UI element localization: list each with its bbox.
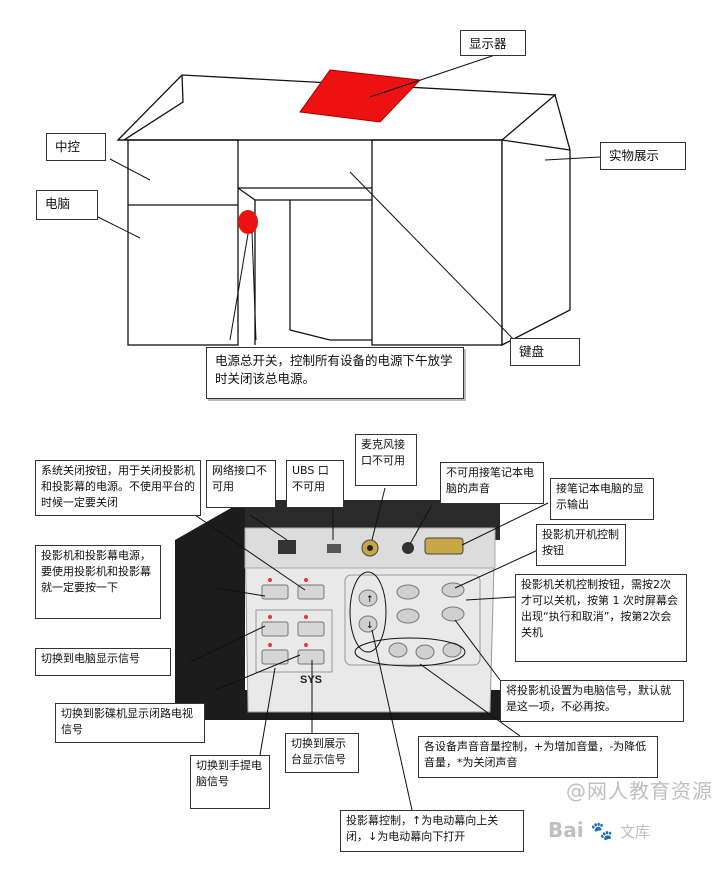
label-system-shutdown: 系统关闭按钮，用于关闭投影机和投影幕的电源。不使用平台的时候一定要关闭 — [35, 460, 201, 516]
watermark-text: @网人教育资源 — [566, 779, 713, 803]
label-network-port: 网络接口不可用 — [206, 460, 276, 508]
watermark-logo: Bai 🐾 文库 — [548, 818, 650, 842]
watermark-brand: Bai — [548, 818, 584, 842]
power-switch-marker — [238, 210, 258, 234]
label-default-pc: 将投影机设置为电脑信号，默认就是这一项，不必再按。 — [500, 680, 684, 722]
label-laptop-audio: 不可用接笔记本电脑的声音 — [440, 462, 544, 504]
label-keyboard: 键盘 — [510, 338, 580, 366]
label-projector-on: 投影机开机控制按钮 — [536, 524, 626, 566]
label-projector-off: 投影机关机控制按钮，需按2次才可以关机，按第 1 次时屏幕会出现“执行和取消”，… — [515, 574, 687, 662]
svg-text:↓: ↓ — [366, 621, 374, 631]
label-laptop-display: 接笔记本电脑的显示输出 — [550, 478, 654, 520]
label-cctv-signal: 切换到影碟机显示闭路电视信号 — [55, 703, 205, 743]
panel-leader-lines — [189, 487, 549, 811]
control-device: ↑ ↓ SYS — [175, 500, 510, 720]
svg-text:↑: ↑ — [366, 595, 374, 605]
watermark-suffix: 文库 — [619, 823, 650, 841]
label-showcase: 实物展示 — [600, 142, 686, 170]
label-computer: 电脑 — [36, 190, 98, 220]
paw-icon: 🐾 — [590, 821, 613, 842]
label-volume-control: 各设备声音音量控制，+为增加音量，-为降低音量，*为关闭声音 — [418, 736, 658, 778]
top-leader-lines — [97, 54, 601, 348]
label-mic-port: 麦克风接口不可用 — [355, 434, 417, 486]
label-pc-signal: 切换到电脑显示信号 — [35, 648, 171, 676]
display-marker — [299, 69, 422, 123]
label-booth-signal: 切换到展示台显示信号 — [285, 733, 359, 773]
label-projector-power: 投影机和投影幕电源，要使用投影机和投影幕就一定要按一下 — [35, 545, 161, 619]
label-power-switch: 电源总开关，控制所有设备的电源下午放学时关闭该总电源。 — [206, 347, 464, 399]
label-display: 显示器 — [460, 30, 526, 56]
device-logo: SYS — [300, 674, 322, 686]
label-usb-port: UBS 口不可用 — [286, 460, 344, 508]
label-laptop-signal: 切换到手提电脑信号 — [190, 755, 270, 809]
label-control: 中控 — [46, 133, 106, 161]
label-screen-control: 投影幕控制，↑为电动幕向上关闭，↓为电动幕向下打开 — [340, 810, 524, 852]
